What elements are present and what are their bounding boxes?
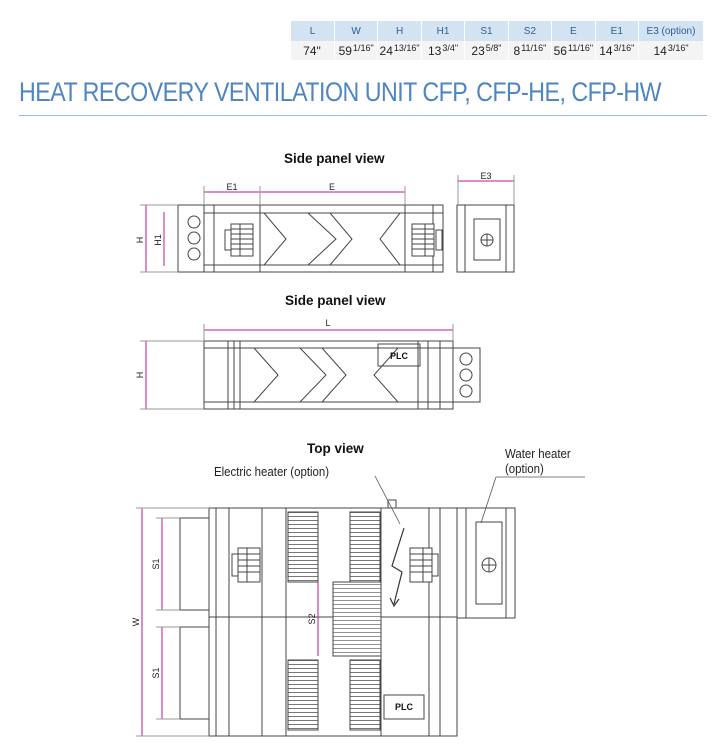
dim-label-W: W: [131, 617, 141, 626]
heat-exchanger-plates-5: [349, 659, 381, 731]
unit-body-2: [203, 340, 454, 410]
dim-label-H-view2: H: [135, 372, 145, 379]
value-L: 74": [291, 41, 335, 60]
dim-label-S1-bottom: S1: [151, 667, 161, 678]
plc-box-top: [383, 694, 425, 720]
side-view-1: [177, 204, 515, 273]
plc-box-side: [377, 343, 421, 367]
heat-exchanger-plates-1: [287, 511, 319, 583]
dim-label-H-view1: H: [135, 237, 145, 244]
header-W: W: [334, 21, 379, 41]
value-E: 5611/16": [551, 41, 596, 60]
top-view: [179, 499, 516, 737]
heat-exchanger-core-2: [328, 212, 402, 266]
duct-port-2: [187, 231, 201, 245]
header-E: E: [551, 21, 596, 41]
heat-exchanger-plates-3: [332, 581, 382, 657]
dimension-lines-top: [136, 507, 319, 737]
duct-collar-top-left: [179, 517, 210, 611]
fan-right: [411, 223, 443, 257]
header-S2: S2: [508, 21, 553, 41]
value-E3: 143/16": [638, 41, 704, 60]
fan-left: [224, 223, 254, 257]
duct-port-r3: [459, 384, 473, 398]
plc-label-side: PLC: [390, 351, 409, 361]
header-E3: E3 (option): [638, 21, 704, 41]
page-title: HEAT RECOVERY VENTILATION UNIT CFP, CFP-…: [19, 77, 662, 107]
value-H1: 133/4": [421, 41, 466, 60]
heat-exchanger-core-view2b: [320, 347, 400, 403]
value-S2: 811/16": [508, 41, 553, 60]
unit-body-top: [208, 507, 458, 737]
water-heater-section: [456, 204, 515, 273]
fan-top-right: [409, 547, 439, 583]
value-S1: 235/8": [464, 41, 509, 60]
heat-exchanger-core-view2: [252, 347, 327, 403]
duct-port-r2: [459, 368, 473, 382]
dim-label-S2: S2: [307, 613, 317, 624]
fan-top-left: [231, 547, 261, 583]
water-heater-box-top: [475, 521, 503, 605]
dim-label-H1: H1: [153, 234, 163, 246]
duct-collar-right: [452, 347, 481, 403]
dim-label-L: L: [325, 318, 330, 328]
electric-heater-symbol: [391, 527, 405, 605]
dimension-table-value-row: 74" 591/16" 2413/16" 133/4" 235/8" 811/1…: [291, 41, 704, 60]
duct-port-3: [187, 247, 201, 261]
side-panel-view-title-2: Side panel view: [285, 293, 386, 308]
leader-lines: [374, 475, 585, 525]
top-view-title: Top view: [307, 441, 364, 456]
side-view-2: [203, 340, 481, 410]
plc-label-top: PLC: [395, 702, 414, 712]
header-E1: E1: [595, 21, 640, 41]
title-divider: [19, 115, 707, 116]
water-heater-annotation: Water heater (option): [505, 446, 571, 476]
value-H: 2413/16": [377, 41, 422, 60]
dimension-lines-view1: [140, 175, 515, 273]
dim-label-E1-view1: E1: [226, 182, 237, 192]
dim-label-E-view1: E: [329, 182, 335, 192]
duct-collar-bottom-left: [179, 626, 210, 720]
heat-exchanger-core: [262, 212, 337, 266]
heat-exchanger-plates-4: [287, 659, 319, 731]
header-S1: S1: [464, 21, 509, 41]
dim-label-S1-top: S1: [151, 558, 161, 569]
heat-exchanger-plates-2: [349, 511, 381, 583]
value-E1: 143/16": [595, 41, 640, 60]
header-H1: H1: [421, 21, 466, 41]
unit-body: [203, 204, 444, 273]
dim-label-E3: E3: [480, 171, 491, 181]
dimension-lines-view2: [140, 324, 454, 410]
duct-port-1: [187, 215, 201, 229]
side-panel-view-title-1: Side panel view: [284, 151, 385, 166]
electric-heater-annotation: Electric heater (option): [214, 464, 330, 479]
duct-port-r1: [459, 352, 473, 366]
value-W: 591/16": [334, 41, 379, 60]
dimension-table-header-row: L W H H1 S1 S2 E E1 E3 (option): [291, 21, 704, 41]
dimension-table: L W H H1 S1 S2 E E1 E3 (option) 74" 591/…: [291, 21, 704, 60]
header-L: L: [291, 21, 335, 41]
header-H: H: [377, 21, 422, 41]
water-heater-box: [473, 218, 501, 261]
